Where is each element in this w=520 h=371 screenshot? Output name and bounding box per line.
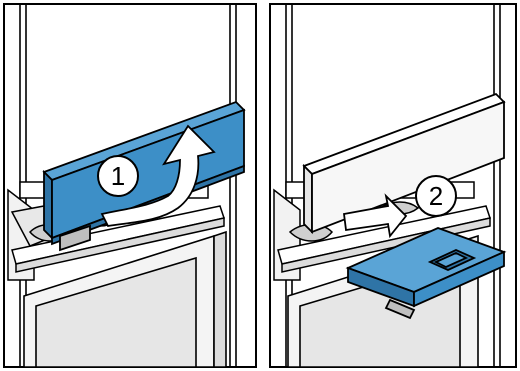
step-2-illustration: 2 — [260, 0, 520, 371]
step-1-number: 1 — [111, 161, 125, 191]
step-1-illustration: 1 — [0, 0, 260, 371]
step-2-number: 2 — [429, 181, 443, 211]
step-2-callout: 2 — [416, 176, 456, 216]
step-2-panel: 2 — [260, 0, 520, 371]
step-1-callout: 1 — [98, 156, 138, 196]
step-1-panel: 1 — [0, 0, 260, 371]
